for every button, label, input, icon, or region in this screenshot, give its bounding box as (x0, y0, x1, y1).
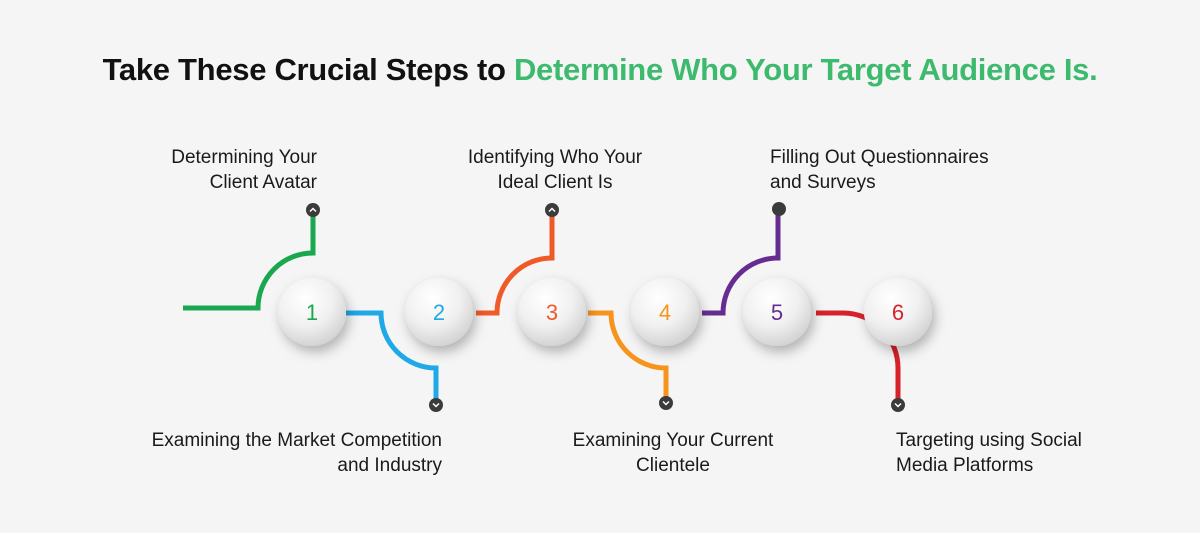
step-5-circle: 5 (743, 278, 811, 346)
step-3-circle: 3 (518, 278, 586, 346)
step-3-number: 3 (546, 300, 558, 325)
step-2-circle: 2 (405, 278, 473, 346)
chevron-up-icon (306, 203, 320, 217)
step-1-label: Determining Your Client Avatar (171, 145, 317, 195)
step-5-label-line-1: Filling Out Questionnaires (770, 147, 989, 168)
step-2-label-line-1: Examining the Market Competition (151, 430, 442, 451)
title-part-2: Determine Who Your Target Audience Is. (513, 52, 1098, 87)
title-part-1: Take These Crucial Steps to (102, 52, 514, 87)
step-4-circle: 4 (631, 278, 699, 346)
step-2-label: Examining the Market Competition and Ind… (152, 428, 442, 478)
page-title: Take These Crucial Steps to Determine Wh… (0, 52, 1200, 88)
step-1-connector (183, 210, 316, 311)
step-1-number: 1 (306, 300, 318, 325)
chevron-down-icon (429, 398, 443, 412)
step-6-label: Targeting using Social Media Platforms (896, 428, 1082, 478)
chevron-down-icon (891, 398, 905, 412)
step-4-label-line-2: Clientele (636, 455, 710, 476)
step-5-number: 5 (771, 300, 783, 325)
step-1-label-line-2: Client Avatar (209, 172, 317, 193)
step-3-label-line-1: Identifying Who Your (467, 147, 643, 168)
step-1-circle: 1 (278, 278, 346, 346)
chevron-down-icon (659, 396, 673, 410)
step-4-number: 4 (659, 300, 671, 325)
step-5-connector (702, 209, 781, 316)
step-6-label-line-2: Media Platforms (896, 455, 1034, 476)
step-2-number: 2 (433, 300, 445, 325)
step-6-label-line-1: Targeting using Social (896, 430, 1082, 451)
step-3-label-line-2: Ideal Client Is (497, 172, 613, 193)
step-6-circle: 6 (864, 278, 932, 346)
step-6-number: 6 (892, 300, 904, 325)
dot-icon (772, 202, 786, 216)
step-2-connector (346, 310, 439, 404)
step-3-connector (476, 210, 555, 316)
step-1-label-line-1: Determining Your (171, 147, 317, 168)
step-4-label: Examining Your Current Clientele (548, 428, 798, 478)
step-5-label-line-2: and Surveys (770, 172, 876, 193)
step-4-label-line-1: Examining Your Current (572, 430, 774, 451)
step-5-label: Filling Out Questionnaires and Surveys (770, 145, 989, 195)
chevron-up-icon (545, 203, 559, 217)
step-3-label: Identifying Who Your Ideal Client Is (430, 145, 680, 195)
step-4-connector (588, 310, 669, 403)
step-2-label-line-2: and Industry (337, 455, 442, 476)
